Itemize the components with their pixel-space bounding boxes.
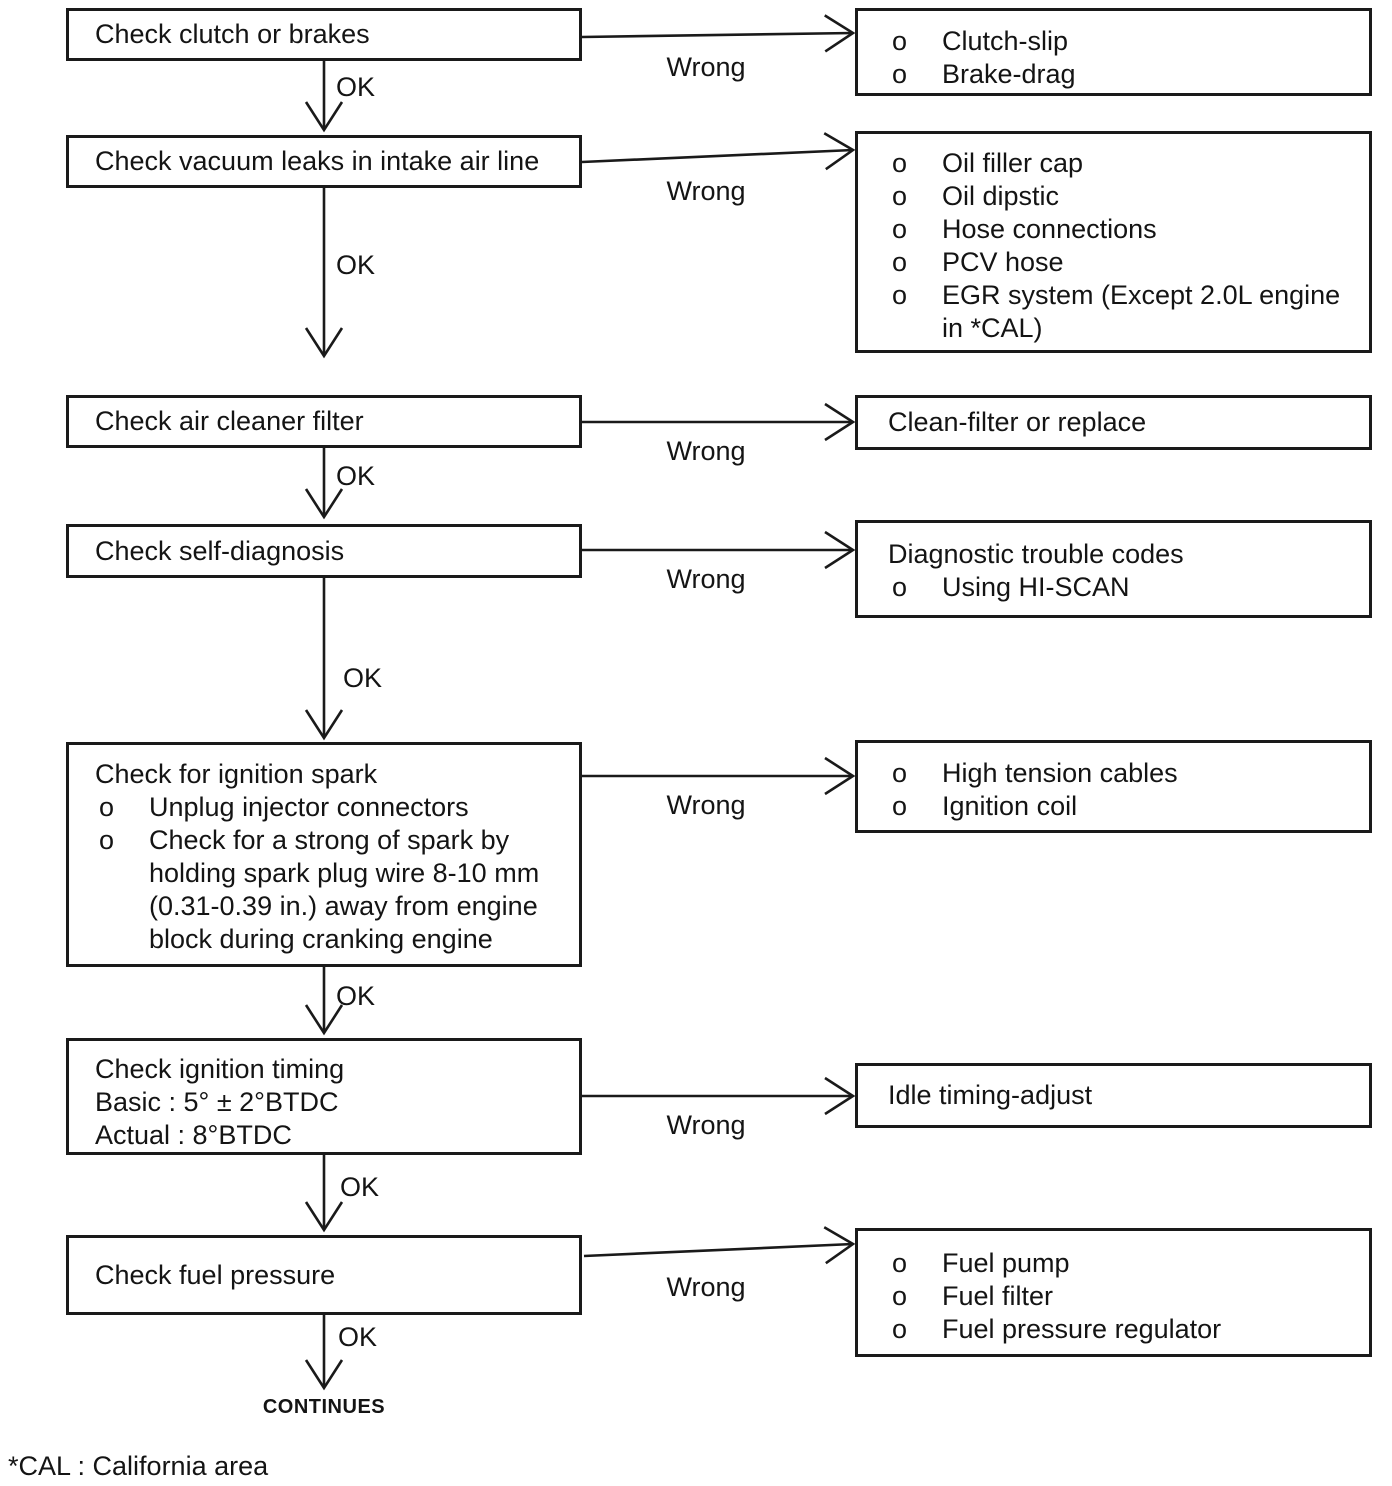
ok-label-2: OK <box>336 250 376 280</box>
bullet-marker: o <box>99 792 115 822</box>
remedy-bullet: o Brake-drag <box>888 58 1361 91</box>
node-check-fuel-pressure: Check fuel pressure <box>66 1235 582 1315</box>
cal-footnote: *CAL : California area <box>8 1451 269 1481</box>
bullet-marker: o <box>892 59 908 89</box>
check-bullet: o Unplug injector connectors <box>95 791 565 824</box>
node-remedy-clutch: o Clutch-slip o Brake-drag <box>855 8 1372 96</box>
node-title: Clean-filter or replace <box>888 407 1147 437</box>
bullet-marker: o <box>892 26 908 56</box>
node-remedy-fuel-pressure: o Fuel pump o Fuel filter o Fuel pressur… <box>855 1228 1372 1357</box>
ok-label-1: OK <box>336 72 376 102</box>
node-title: Check ignition timing <box>95 1054 345 1084</box>
remedy-bullet: o Oil filler cap <box>888 147 1361 180</box>
node-title: Check self-diagnosis <box>95 535 345 566</box>
node-remedy-air-cleaner: Clean-filter or replace <box>855 395 1372 450</box>
node-check-ignition-spark: Check for ignition spark o Unplug inject… <box>66 742 582 967</box>
remedy-bullet: o EGR system (Except 2.0L engine in *CAL… <box>888 279 1361 345</box>
arrow-wrong-1 <box>581 14 856 53</box>
node-remedy-vacuum: o Oil filler cap o Oil dipstic o Hose co… <box>855 131 1372 353</box>
wrong-label-7: Wrong <box>666 1272 746 1302</box>
remedy-bullet: o Fuel pressure regulator <box>888 1313 1361 1346</box>
node-title: Check fuel pressure <box>95 1259 336 1290</box>
node-title: Idle timing-adjust <box>888 1080 1093 1110</box>
ok-label-3: OK <box>336 461 376 491</box>
node-remedy-ignition-spark: o High tension cables o Ignition coil <box>855 740 1372 833</box>
continues-label: CONTINUES <box>262 1396 386 1418</box>
bullet-marker: o <box>892 280 908 310</box>
bullet-marker: o <box>892 148 908 178</box>
remedy-bullet: o Fuel pump <box>888 1247 1361 1280</box>
bullet-marker: o <box>892 214 908 244</box>
remedy-bullet: o Hose connections <box>888 213 1361 246</box>
bullet-marker: o <box>892 1314 908 1344</box>
timing-actual-line: Actual : 8°BTDC <box>95 1120 292 1150</box>
remedy-bullet: o Using HI-SCAN <box>888 571 1361 604</box>
wrong-label-4: Wrong <box>666 564 746 594</box>
wrong-label-2: Wrong <box>666 176 746 206</box>
node-title: Check air cleaner filter <box>95 406 364 436</box>
node-check-ignition-timing: Check ignition timing Basic : 5° ± 2°BTD… <box>66 1038 582 1155</box>
ok-label-5: OK <box>336 981 376 1011</box>
node-title: Check vacuum leaks in intake air line <box>95 146 540 176</box>
node-remedy-self-diagnosis: Diagnostic trouble codes o Using HI-SCAN <box>855 520 1372 618</box>
remedy-bullet: o Fuel filter <box>888 1280 1361 1313</box>
check-bullet: o Check for a strong of spark by holding… <box>95 824 565 956</box>
bullet-marker: o <box>892 1281 908 1311</box>
remedy-bullet: o Clutch-slip <box>888 25 1361 58</box>
node-check-clutch-brakes: Check clutch or brakes <box>66 8 582 61</box>
bullet-marker: o <box>892 791 908 821</box>
wrong-label-1: Wrong <box>666 52 746 82</box>
node-title: Check for ignition spark <box>95 759 378 789</box>
bullet-marker: o <box>892 572 908 602</box>
node-title: Check clutch or brakes <box>95 19 370 49</box>
arrow-wrong-7 <box>583 1226 856 1265</box>
timing-basic-line: Basic : 5° ± 2°BTDC <box>95 1087 339 1117</box>
node-check-vacuum-leaks: Check vacuum leaks in intake air line <box>66 135 582 188</box>
arrow-wrong-2 <box>581 132 856 171</box>
remedy-bullet: o High tension cables <box>888 757 1361 790</box>
node-check-air-cleaner: Check air cleaner filter <box>66 395 582 448</box>
wrong-label-3: Wrong <box>666 436 746 466</box>
remedy-bullet: o PCV hose <box>888 246 1361 279</box>
bullet-marker: o <box>892 247 908 277</box>
remedy-bullet: o Ignition coil <box>888 790 1361 823</box>
wrong-label-5: Wrong <box>666 790 746 820</box>
node-check-self-diagnosis: Check self-diagnosis <box>66 524 582 578</box>
wrong-label-6: Wrong <box>666 1110 746 1140</box>
ok-label-4: OK <box>343 663 383 693</box>
ok-label-6: OK <box>340 1172 380 1202</box>
bullet-marker: o <box>892 1248 908 1278</box>
node-title: Diagnostic trouble codes <box>888 539 1184 569</box>
node-remedy-ignition-timing: Idle timing-adjust <box>855 1063 1372 1128</box>
bullet-marker: o <box>892 758 908 788</box>
remedy-bullet: o Oil dipstic <box>888 180 1361 213</box>
bullet-marker: o <box>99 825 115 855</box>
bullet-marker: o <box>892 181 908 211</box>
ok-label-7: OK <box>338 1322 378 1352</box>
